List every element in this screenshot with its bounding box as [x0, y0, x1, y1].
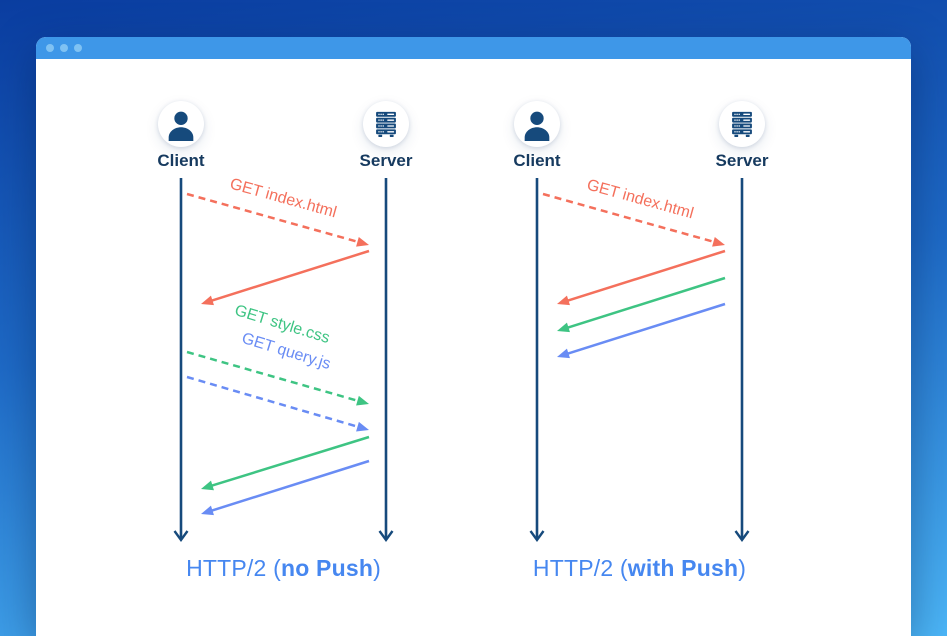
arrowhead [201, 295, 214, 306]
message-line-server-to-client [565, 302, 726, 356]
server-icon [363, 101, 409, 147]
lifeline-arrowhead [529, 530, 545, 543]
actor-server: Server [326, 101, 446, 171]
arrowhead [712, 236, 725, 247]
window-titlebar [36, 37, 911, 59]
actor-label: Server [715, 151, 769, 170]
message-line-client-to-server [542, 192, 717, 244]
message-line-client-to-server [186, 350, 361, 403]
caption-text: ) [738, 555, 747, 581]
lifeline-arrowhead [173, 530, 189, 543]
message-line-server-to-client [209, 459, 370, 513]
person-icon [158, 101, 204, 147]
window-control-dot[interactable] [60, 44, 68, 52]
arrowhead [557, 295, 570, 306]
server-icon [719, 101, 765, 147]
arrowhead [557, 322, 570, 333]
caption-bold-text: no Push [280, 555, 374, 581]
caption-text: ) [373, 555, 381, 581]
caption-text: HTTP/2 ( [186, 555, 281, 581]
message-line-client-to-server [186, 375, 361, 429]
lifeline-arrowhead [378, 530, 394, 543]
lifeline-arrowhead [734, 530, 750, 543]
actor-client: Client [121, 101, 241, 171]
arrowhead [356, 395, 369, 406]
actor-label: Client [513, 151, 561, 170]
window-control-dot[interactable] [46, 44, 54, 52]
window-control-dot[interactable] [74, 44, 82, 52]
arrowhead [356, 421, 369, 432]
actor-client: Client [477, 101, 597, 171]
arrowhead [356, 236, 369, 247]
message-line-server-to-client [209, 435, 370, 488]
arrowhead [557, 348, 570, 359]
message-line-server-to-client [565, 249, 726, 303]
message-line-server-to-client [209, 249, 370, 303]
actor-label: Server [359, 151, 413, 170]
person-icon [514, 101, 560, 147]
message-line-server-to-client [565, 276, 726, 330]
arrowhead [201, 480, 214, 491]
arrowhead [201, 505, 214, 516]
caption-bold-text: with Push [627, 555, 739, 581]
caption-text: HTTP/2 ( [532, 555, 628, 581]
actor-server: Server [682, 101, 802, 171]
caption-with-push: HTTP/2 (with Push) [479, 555, 800, 582]
actor-label: Client [157, 151, 205, 170]
message-line-client-to-server [186, 192, 361, 244]
caption-no-push: HTTP/2 (no Push) [123, 555, 444, 582]
